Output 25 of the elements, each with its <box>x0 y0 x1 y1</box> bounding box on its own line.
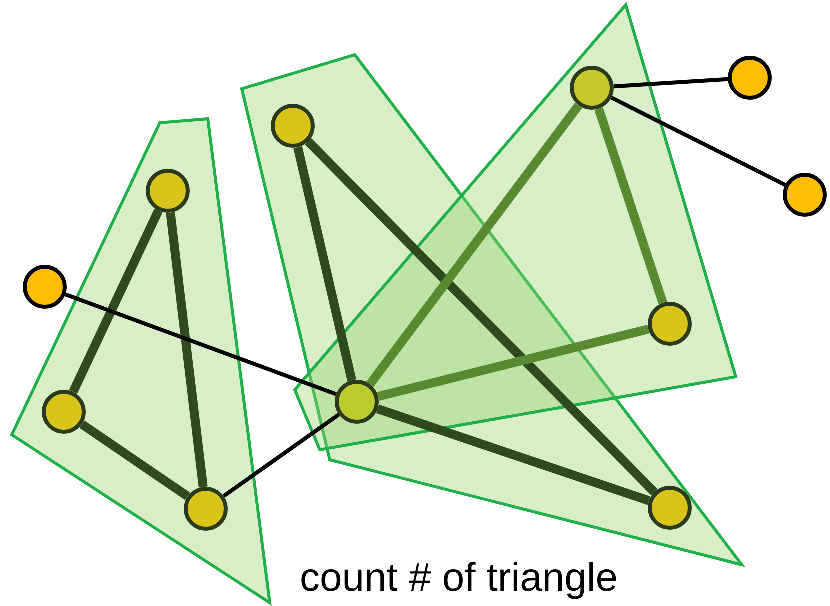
caption-text: count # of triangle <box>300 556 618 601</box>
graph-edge <box>222 413 340 498</box>
graph-vertex <box>271 104 315 148</box>
graph-vertex <box>23 265 67 309</box>
graph-vertex <box>648 302 692 346</box>
graph-vertex <box>728 56 772 100</box>
graph-edge <box>294 146 356 382</box>
graph-edge <box>305 138 658 496</box>
graph-edge <box>80 420 190 500</box>
graph-vertex <box>335 380 379 424</box>
graph-edge <box>366 102 582 388</box>
graph-vertex <box>146 169 190 213</box>
graph-vertex <box>42 390 86 434</box>
graph-edge <box>594 107 668 305</box>
graph-vertex <box>648 486 692 530</box>
graph-edge <box>610 96 786 187</box>
graph-edge <box>376 404 651 506</box>
graph-vertex <box>184 487 228 531</box>
graph-vertex <box>570 66 614 110</box>
graph-vertex <box>783 173 827 217</box>
graph-edge <box>614 77 728 89</box>
graph-edge <box>64 292 338 396</box>
graph-edge <box>166 212 208 488</box>
graph-edge <box>69 209 163 394</box>
graph-edge <box>377 324 650 402</box>
